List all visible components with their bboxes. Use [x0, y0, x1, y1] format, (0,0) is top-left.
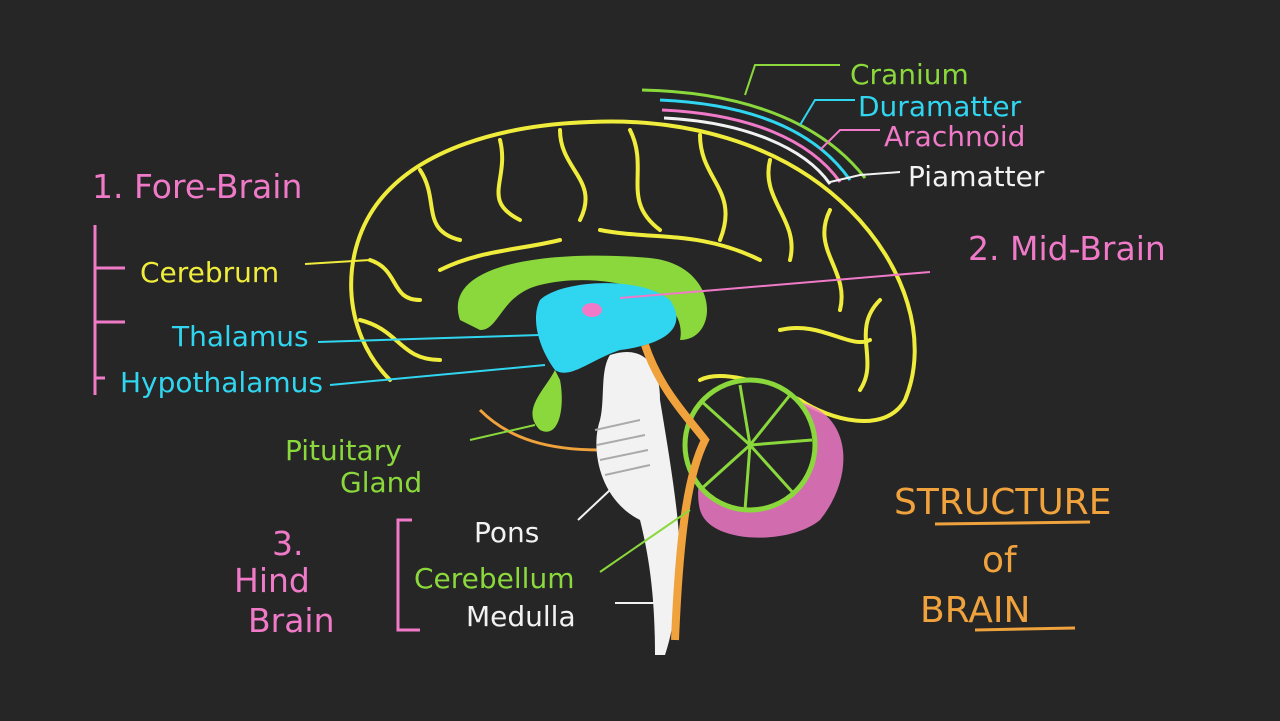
label-arachnoid: Arachnoid: [884, 120, 1025, 153]
midbrain-tract: [641, 343, 710, 641]
label-pituitary: Pituitary: [285, 434, 402, 467]
brainstem-shape: [596, 352, 680, 655]
label-medulla: Medulla: [466, 600, 576, 633]
meninges-layers: [641, 88, 867, 185]
title-of: of: [982, 540, 1018, 581]
pituitary-shape: [532, 370, 562, 432]
heading-hindbrain-number: 3.: [272, 524, 304, 563]
label-piamatter: Piamatter: [908, 160, 1045, 193]
label-cerebrum: Cerebrum: [140, 256, 279, 289]
heading-hindbrain-line2: Brain: [248, 601, 335, 640]
label-pons: Pons: [474, 516, 539, 549]
heading-midbrain: 2. Mid-Brain: [968, 229, 1166, 268]
heading-hindbrain-line1: Hind: [234, 561, 310, 600]
midbrain-marker: [582, 303, 602, 317]
label-duramatter: Duramatter: [858, 90, 1022, 123]
pons-lines: [594, 419, 651, 476]
label-thalamus: Thalamus: [171, 320, 309, 353]
label-cerebellum: Cerebellum: [414, 562, 574, 595]
hindbrain-bracket: [396, 518, 420, 632]
title-structure: STRUCTURE: [894, 482, 1111, 523]
thalamus-shape: [535, 283, 677, 373]
cerebrum-shape: [349, 119, 917, 423]
leader-lines: [304, 64, 931, 604]
corpus-callosum-shape: [457, 255, 708, 340]
heading-forebrain: 1. Fore-Brain: [92, 167, 302, 206]
forebrain-bracket: [93, 225, 125, 395]
cerebellum-folds: [698, 384, 813, 511]
label-gland: Gland: [340, 466, 422, 499]
title-underlines: [934, 520, 1091, 632]
label-hypothalamus: Hypothalamus: [120, 366, 323, 399]
pituitary-stalk: [478, 408, 601, 452]
label-cranium: Cranium: [850, 58, 969, 91]
title-brain: BRAIN: [920, 590, 1030, 631]
